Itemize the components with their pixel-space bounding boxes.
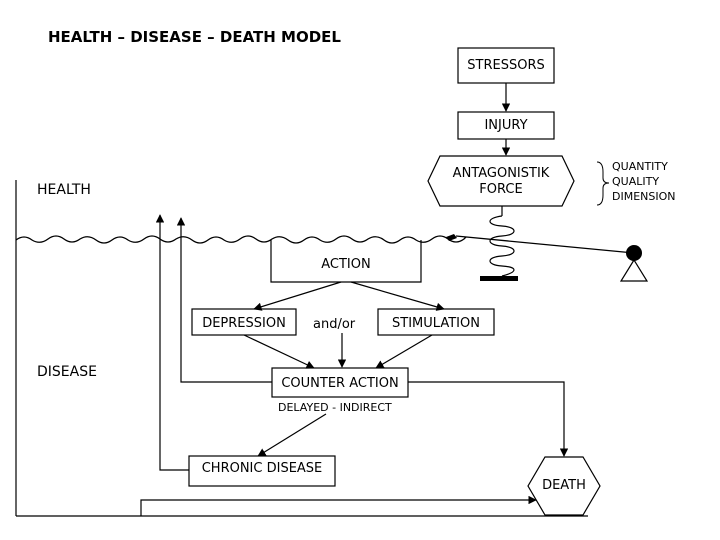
chronic-disease-box	[188, 455, 336, 487]
action-bracket	[270, 240, 422, 283]
antagonistic-force-label-line1: ANTAGONISTIK	[452, 166, 550, 181]
lever-beam	[455, 235, 635, 254]
force-attribute-quality: QUALITY	[612, 175, 660, 188]
arrow-chronic-to-health	[155, 214, 189, 471]
fulcrum	[619, 258, 649, 282]
spring	[489, 215, 515, 277]
arrow-delayed-chronic	[257, 413, 327, 457]
delayed-indirect-label: DELAYED - INDIRECT	[278, 401, 392, 414]
disease-label: DISEASE	[37, 364, 97, 380]
arrow-chronic-to-death	[140, 495, 537, 516]
arrow-depression-counter	[243, 334, 315, 369]
arrow-action-depression	[253, 281, 342, 311]
force-attribute-quantity: QUANTITY	[612, 160, 668, 173]
attributes-bracket	[596, 161, 610, 206]
arrow-counter-to-health	[176, 217, 272, 383]
stimulation-label: STIMULATION	[392, 316, 480, 331]
action-label: ACTION	[321, 257, 371, 272]
arrow-action-stimulation	[350, 281, 445, 311]
stressors-box	[457, 47, 555, 84]
health-baseline	[15, 235, 467, 244]
stressors-label: STRESSORS	[467, 58, 545, 73]
baseline-end-knob	[446, 234, 457, 241]
and-or-label: and/or	[313, 317, 356, 332]
chronic-disease-label: CHRONIC DISEASE	[201, 461, 323, 476]
lever-weight	[626, 245, 642, 261]
health-label: HEALTH	[37, 182, 91, 198]
arrow-counter-to-death	[408, 381, 569, 457]
injury-label: INJURY	[484, 118, 528, 133]
depression-label: DEPRESSION	[202, 316, 286, 331]
antagonistic-force-hexagon	[427, 155, 575, 207]
spring-base	[480, 276, 518, 281]
antagonistic-force-label-line2: FORCE	[479, 182, 523, 197]
counter-action-label: COUNTER ACTION	[281, 376, 399, 391]
diagram-title: HEALTH – DISEASE – DEATH MODEL	[48, 28, 341, 46]
death-hexagon	[527, 456, 601, 516]
stimulation-box	[377, 308, 495, 336]
death-label: DEATH	[542, 478, 586, 493]
force-attribute-dimension: DIMENSION	[612, 190, 676, 203]
counter-action-box	[271, 367, 409, 398]
arrow-stimulation-counter	[375, 334, 433, 369]
